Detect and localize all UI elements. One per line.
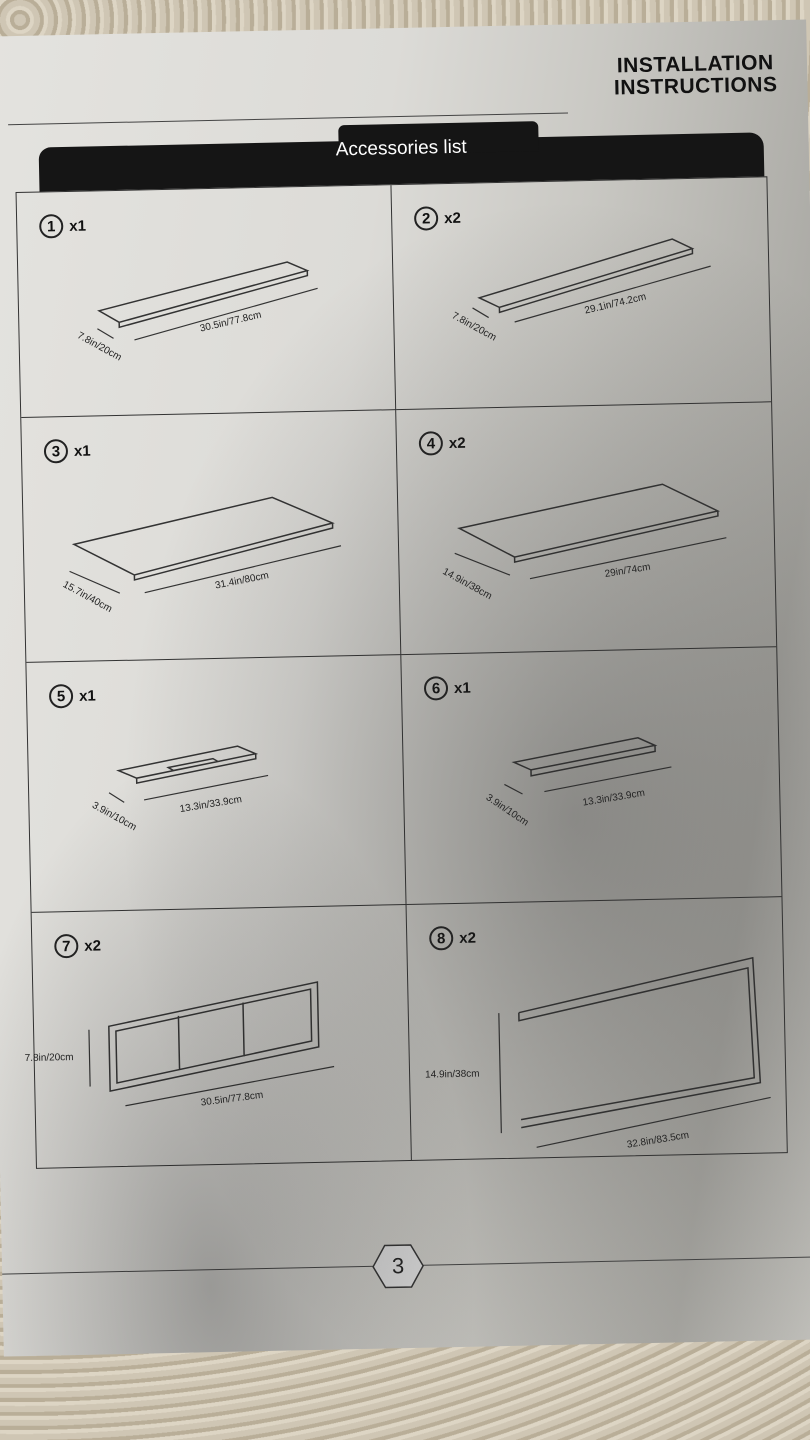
board-drawing	[108, 745, 269, 803]
frame-drawing	[88, 981, 335, 1107]
height-dimension: 14.9in/38cm	[424, 1068, 480, 1081]
board-drawing	[504, 737, 672, 795]
instruction-sheet: INSTALLATION INSTRUCTIONS Accessories li…	[0, 19, 810, 1357]
board-drawing	[472, 238, 711, 323]
board-drawing	[454, 483, 727, 580]
frame-drawing	[498, 956, 771, 1148]
document-header: INSTALLATION INSTRUCTIONS	[613, 51, 778, 100]
board-drawing	[69, 496, 342, 594]
header-line-2: INSTRUCTIONS	[613, 73, 778, 100]
height-dimension: 7.8in/20cm	[24, 1052, 74, 1065]
hexagon-icon	[372, 1244, 424, 1289]
board-drawing	[97, 261, 318, 341]
page-number: 3	[391, 1253, 405, 1279]
page-number-badge: 3	[372, 1243, 425, 1290]
